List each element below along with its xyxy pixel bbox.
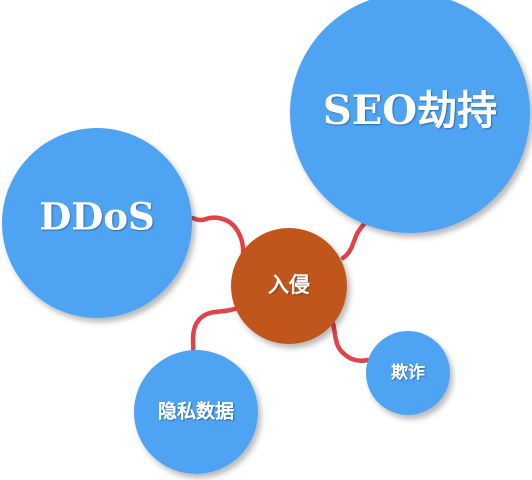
- node-label: DDoS: [39, 195, 155, 239]
- node-fraud: 欺诈: [366, 331, 450, 415]
- node-label: 欺诈: [391, 362, 425, 383]
- bubble: [366, 331, 450, 415]
- center-bubble: [231, 228, 347, 344]
- center-node-intrusion: 入侵: [231, 228, 347, 344]
- connector-privacy: [190, 302, 247, 355]
- bubble: [2, 128, 192, 318]
- node-label: 隐私数据: [158, 400, 234, 423]
- connector-ddos: [190, 215, 246, 257]
- node-privacy-data: 隐私数据: [134, 350, 258, 474]
- node-seo-hijacking: SEO劫持: [290, 0, 530, 233]
- node-ddos: DDoS: [2, 128, 192, 318]
- center-label: 入侵: [268, 273, 310, 297]
- bubble: [290, 0, 530, 233]
- bubble: [134, 350, 258, 474]
- node-label: SEO劫持: [323, 87, 497, 134]
- connector-fraud: [329, 317, 371, 363]
